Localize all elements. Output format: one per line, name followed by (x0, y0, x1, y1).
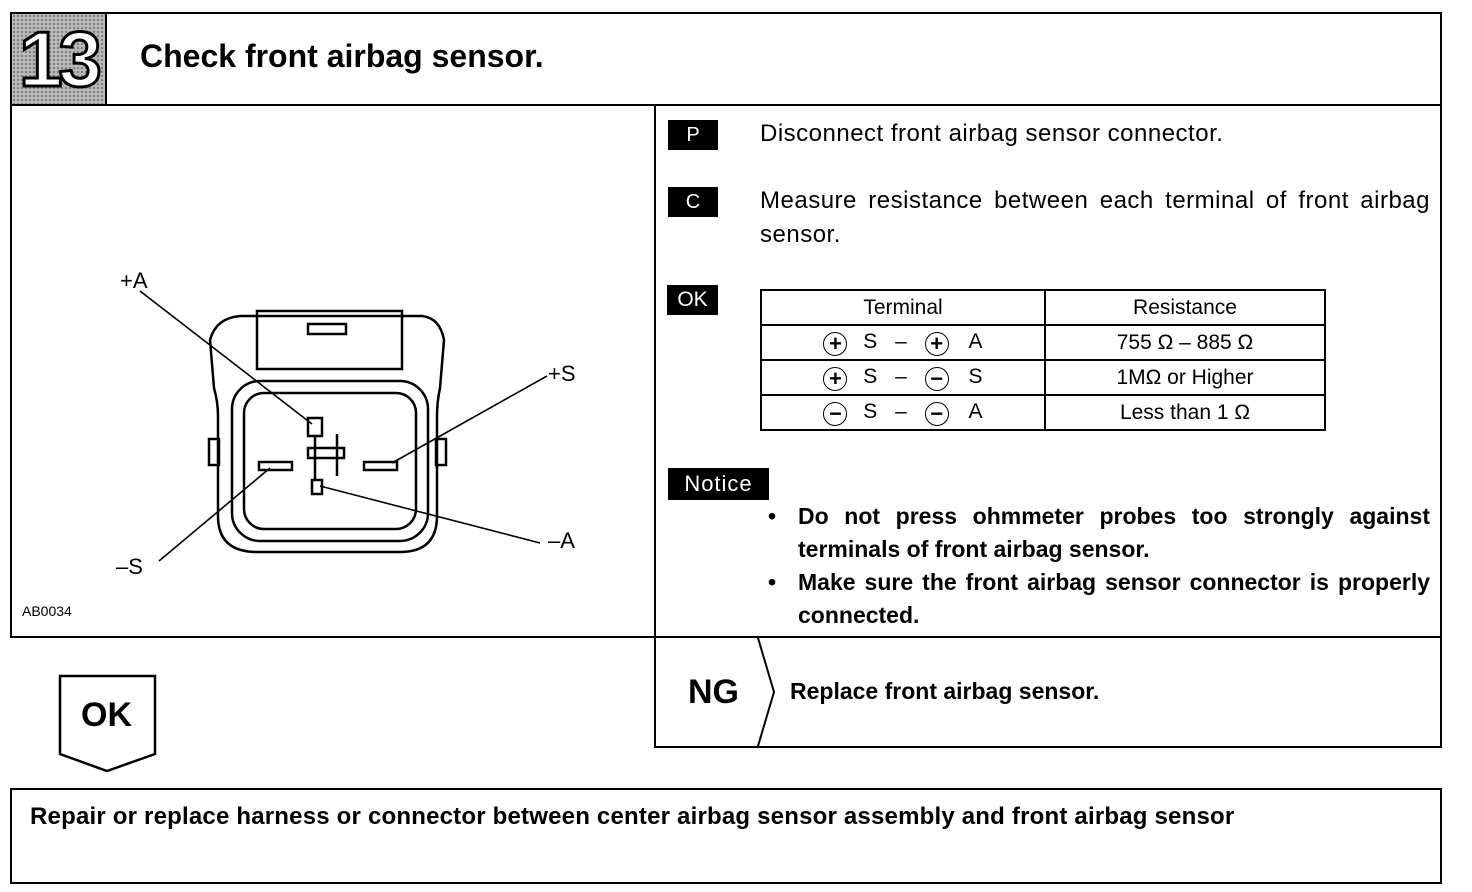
plus-symbol: + (823, 366, 848, 391)
terminal-plus-a (306, 416, 324, 438)
step-number-badge: 13 (12, 13, 107, 104)
side-tab-left (207, 437, 221, 467)
minus-symbol: − (924, 366, 949, 391)
figure-id: AB0034 (22, 603, 72, 619)
connector-cavity (242, 391, 418, 531)
terminal-plus-s (362, 460, 399, 472)
step-number: 13 (18, 13, 104, 104)
tag-ok: OK (667, 285, 718, 315)
table-header-row: Terminal Resistance (760, 289, 1326, 326)
notice-item: • Do not press ohmmeter probes too stron… (768, 500, 1430, 566)
plus-symbol: + (924, 331, 949, 356)
leader-minus-a (319, 485, 541, 544)
leader-plus-s (391, 375, 548, 464)
final-action-text: Repair or replace harness or connector b… (30, 803, 1235, 830)
resistance-cell: Less than 1 Ω (1044, 394, 1326, 431)
ng-chevron (757, 638, 776, 746)
label-minus-s: –S (116, 554, 143, 579)
table-row: − S – − A Less than 1 Ω (760, 394, 1326, 431)
label-plus-s: +S (548, 361, 576, 386)
resistance-table: Terminal Resistance + S – + A 755 Ω – 88… (760, 289, 1326, 431)
minus-symbol: − (823, 401, 848, 426)
ng-box (654, 636, 1442, 748)
center-pin (306, 446, 346, 460)
label-minus-a: –A (548, 528, 575, 553)
step-header (10, 12, 1442, 106)
header-terminal: Terminal (760, 289, 1046, 326)
leader-minus-s (158, 467, 271, 562)
ng-label: NG (688, 673, 739, 711)
header-resistance: Resistance (1044, 289, 1326, 326)
terminal-cell: − S – − A (760, 394, 1046, 431)
tag-p: P (668, 120, 718, 150)
resistance-cell: 755 Ω – 885 Ω (1044, 324, 1326, 361)
tag-notice: Notice (668, 468, 769, 500)
bullet: • (768, 503, 777, 529)
tag-c: C (668, 187, 718, 217)
connector-diagram: +A +S –S –A AB0034 (22, 268, 576, 619)
connector-body (230, 379, 430, 543)
ok-arrow-label: OK (81, 696, 132, 734)
side-tab-right (434, 437, 448, 467)
step-c-text: Measure resistance between each terminal… (760, 187, 1430, 248)
connector-latch (255, 309, 404, 371)
column-divider (654, 104, 656, 748)
terminal-minus-s (257, 460, 294, 472)
ok-arrow (58, 674, 157, 773)
bullet: • (768, 569, 777, 595)
table-row: + S – + A 755 Ω – 885 Ω (760, 324, 1326, 361)
page-title: Check front airbag sensor. (140, 38, 544, 74)
final-action-box (10, 788, 1442, 884)
notice-list: • Do not press ohmmeter probes too stron… (768, 500, 1430, 632)
leader-plus-a (139, 290, 313, 425)
resistance-cell: 1MΩ or Higher (1044, 359, 1326, 396)
step-p-text: Disconnect front airbag sensor connector… (760, 120, 1224, 147)
content-frame (10, 104, 1442, 638)
connector-outline (208, 314, 446, 554)
notice-item: • Make sure the front airbag sensor conn… (768, 566, 1430, 632)
terminal-minus-a (310, 478, 324, 496)
latch-slot (306, 322, 348, 336)
terminal-cell: + S – − S (760, 359, 1046, 396)
label-plus-a: +A (120, 268, 148, 293)
ng-action-text: Replace front airbag sensor. (790, 678, 1100, 704)
plus-symbol: + (823, 331, 848, 356)
minus-symbol: − (924, 401, 949, 426)
table-row: + S – − S 1MΩ or Higher (760, 359, 1326, 396)
terminal-cell: + S – + A (760, 324, 1046, 361)
